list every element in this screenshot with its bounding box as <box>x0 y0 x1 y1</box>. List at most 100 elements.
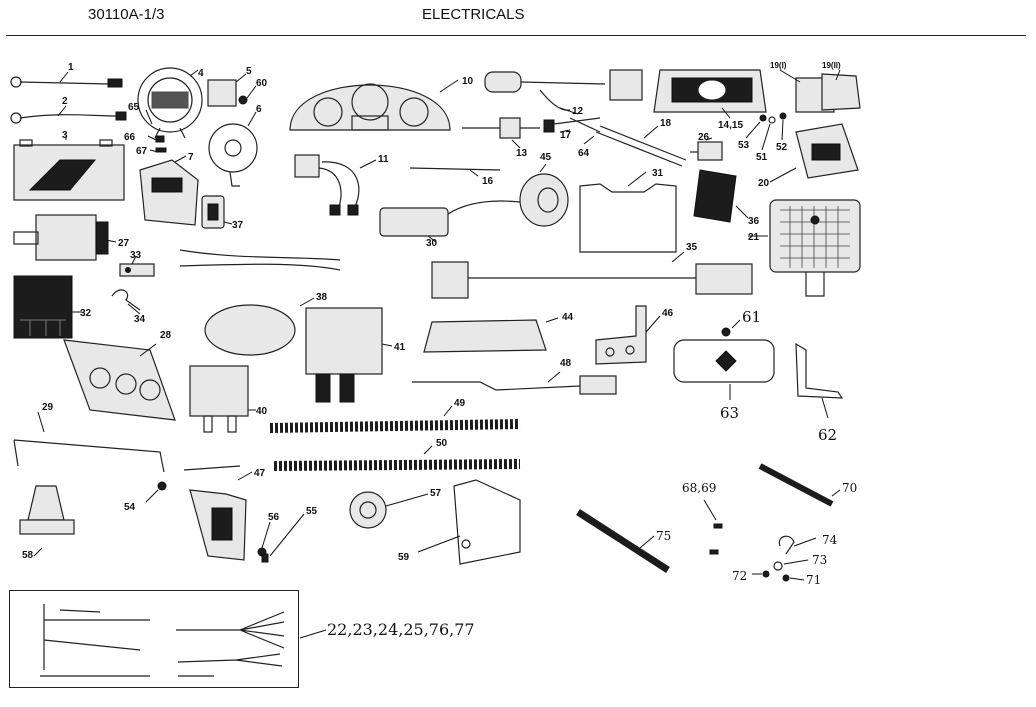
label-part-47: 47 <box>254 468 266 479</box>
part-4-work-lamp[interactable] <box>137 67 203 139</box>
part-64-bar[interactable] <box>569 117 601 145</box>
label-part-48: 48 <box>560 358 572 369</box>
part-57-gear-washer[interactable] <box>349 491 429 529</box>
part-30-light-module[interactable] <box>379 200 521 243</box>
label-part-1: 1 <box>68 62 74 73</box>
part-50-conduit[interactable] <box>273 445 521 471</box>
label-part-19-ii: 19(II) <box>822 61 841 70</box>
part-62-angle-bracket[interactable] <box>795 342 844 419</box>
part-19-lens-set[interactable] <box>779 69 861 113</box>
part-58-beacon[interactable] <box>19 485 75 557</box>
part-71-screw[interactable] <box>782 574 805 582</box>
label-part-52: 52 <box>776 142 788 153</box>
label-part-2: 2 <box>62 96 68 107</box>
label-part-20: 20 <box>758 178 770 189</box>
page-code: 30110A-1/3 <box>88 6 165 23</box>
part-59-bracket[interactable] <box>417 479 521 565</box>
harness-callout-label: 22,23,24,25,76,77 <box>327 620 475 639</box>
part-46-bracket[interactable] <box>595 305 661 365</box>
part-20-rocker-switch[interactable] <box>769 123 859 183</box>
part-44-lens[interactable] <box>423 317 559 353</box>
part-54-screw[interactable] <box>145 481 167 503</box>
part-36-solenoid[interactable] <box>693 169 749 223</box>
part-38-wire-harness[interactable] <box>179 249 341 356</box>
label-part-57: 57 <box>430 488 442 499</box>
part-14-15-lamp-housing[interactable] <box>653 69 767 119</box>
label-part-49: 49 <box>454 398 466 409</box>
label-part-27: 27 <box>118 238 130 249</box>
label-part-58: 58 <box>22 550 34 561</box>
label-part-13: 13 <box>516 148 528 159</box>
part-3-battery[interactable] <box>13 136 125 201</box>
part-1-cable[interactable] <box>10 71 123 88</box>
label-part-3: 3 <box>62 130 68 141</box>
part-55-bolt[interactable] <box>261 513 305 563</box>
part-12-combination-switch[interactable] <box>484 69 643 115</box>
label-part-28: 28 <box>160 330 172 341</box>
label-part-29: 29 <box>42 402 54 413</box>
label-part-55: 55 <box>306 506 318 517</box>
label-part-4: 4 <box>198 68 204 79</box>
part-34-clip[interactable] <box>111 289 141 315</box>
label-part-70: 70 <box>842 481 857 495</box>
part-7-rocker-switch[interactable] <box>139 155 199 226</box>
label-part-26: 26 <box>698 132 710 143</box>
part-49-conduit[interactable] <box>269 405 521 433</box>
part-51-washer[interactable] <box>761 116 776 151</box>
part-21-work-light[interactable] <box>748 199 861 297</box>
part-2-cable[interactable] <box>10 105 127 124</box>
part-31-plate[interactable] <box>579 171 677 253</box>
part-37-switch-cover[interactable] <box>201 195 233 229</box>
part-29-bar-bracket[interactable] <box>13 411 165 473</box>
part-13-sensor[interactable] <box>462 117 540 149</box>
label-part-53: 53 <box>738 140 750 151</box>
label-part-30: 30 <box>426 238 438 249</box>
label-part-51: 51 <box>756 152 768 163</box>
part-26-pressure-switch[interactable] <box>690 137 723 161</box>
part-16-antenna[interactable] <box>409 167 501 177</box>
part-5-relay[interactable] <box>207 73 247 107</box>
label-part-17: 17 <box>560 130 572 141</box>
part-27-starter-motor[interactable] <box>13 214 117 261</box>
label-part-5: 5 <box>246 66 252 77</box>
label-part-11: 11 <box>378 154 389 165</box>
part-72-nut[interactable] <box>752 570 770 578</box>
part-73-washer[interactable] <box>773 559 809 571</box>
part-33-bracket[interactable] <box>119 255 155 277</box>
part-10-instrument-cluster[interactable] <box>289 79 459 131</box>
part-70-strip[interactable] <box>758 463 841 507</box>
label-part-10: 10 <box>462 76 474 87</box>
label-part-19-i: 19(I) <box>770 61 787 70</box>
part-63-plate[interactable] <box>673 339 775 400</box>
harness-inset-box[interactable] <box>9 590 299 688</box>
part-18-bar[interactable] <box>595 125 687 167</box>
header-rule <box>6 35 1026 36</box>
part-45-roller[interactable] <box>519 163 569 227</box>
part-65-66-67-fittings[interactable] <box>145 109 167 153</box>
label-part-75: 75 <box>656 529 671 543</box>
part-40-relay[interactable] <box>189 365 256 433</box>
part-11-wiring-connector[interactable] <box>294 154 377 216</box>
label-part-60: 60 <box>256 78 268 89</box>
part-68-69-bolts[interactable] <box>703 499 723 555</box>
label-part-46: 46 <box>662 308 674 319</box>
label-part-41: 41 <box>394 342 406 353</box>
part-74-clamp[interactable] <box>778 535 817 555</box>
part-47-bracket[interactable] <box>183 465 253 561</box>
label-part-71: 71 <box>806 573 821 587</box>
label-part-31: 31 <box>652 168 664 179</box>
part-35-harness[interactable] <box>431 251 753 299</box>
part-52-nut[interactable] <box>779 112 787 141</box>
part-60-nut[interactable] <box>238 85 257 105</box>
part-48-sensor-cable[interactable] <box>412 371 617 395</box>
part-28-dash-panel[interactable] <box>63 339 176 421</box>
part-53-screw[interactable] <box>745 114 767 139</box>
part-75-strip[interactable] <box>576 509 670 573</box>
part-61-screw[interactable] <box>721 319 741 337</box>
part-41-relay[interactable] <box>305 307 393 403</box>
part-32-fuse-block[interactable] <box>13 275 82 339</box>
label-part-33: 33 <box>130 250 142 261</box>
part-6-horn[interactable] <box>208 111 258 187</box>
